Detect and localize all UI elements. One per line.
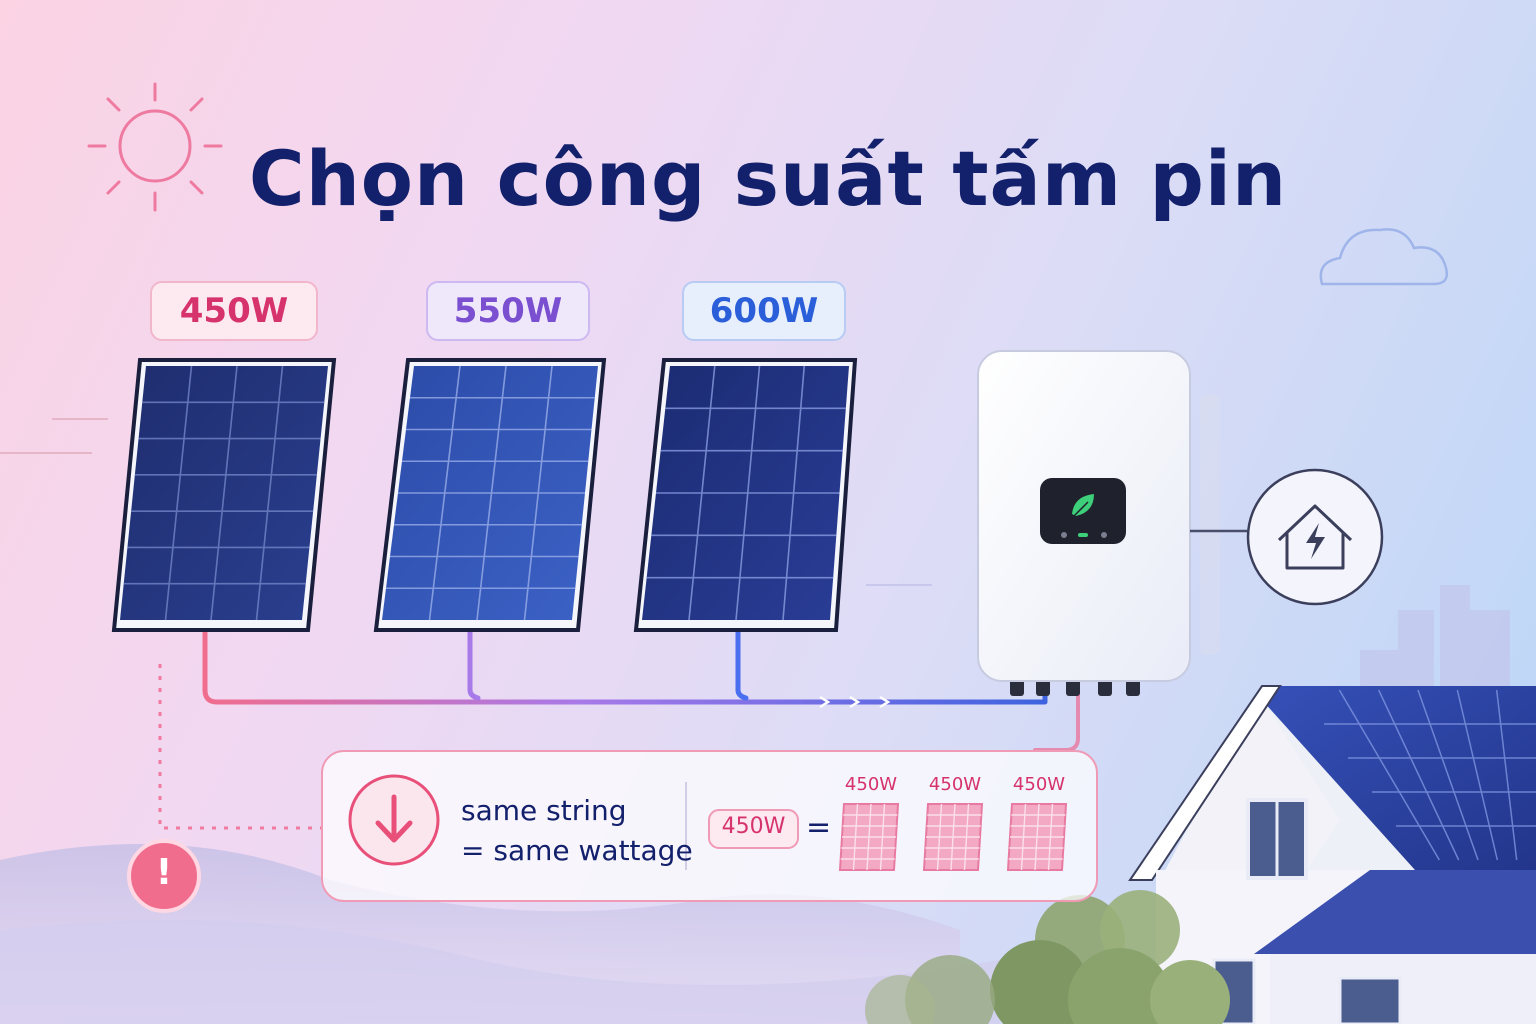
decorative-lines bbox=[0, 418, 932, 586]
example-mini-panel bbox=[1006, 803, 1068, 871]
panel-450w bbox=[111, 358, 337, 632]
background-hills-front bbox=[0, 920, 1000, 1024]
warning-dotted-line bbox=[158, 664, 322, 830]
example-mini-panel bbox=[838, 803, 900, 871]
wattage-label-450w: 450W bbox=[150, 281, 318, 341]
trees bbox=[865, 890, 1230, 1024]
wattage-label-600w: 600W bbox=[682, 281, 846, 341]
example-panel-label-1: 450W bbox=[844, 774, 898, 795]
warning-badge bbox=[127, 839, 201, 913]
example-label-box bbox=[708, 809, 799, 849]
leaf-icon bbox=[1072, 494, 1094, 516]
house-illustration bbox=[1128, 685, 1536, 1024]
example-panel-label-3: 450W bbox=[1012, 774, 1066, 795]
example-mini-panel bbox=[922, 803, 984, 871]
down-arrow-icon bbox=[375, 794, 413, 843]
inverter bbox=[977, 350, 1220, 696]
note-line-1: same string bbox=[461, 794, 627, 827]
sun-icon bbox=[87, 82, 223, 212]
cloud-icon bbox=[1319, 228, 1448, 286]
wattage-label-550w: 550W bbox=[426, 281, 590, 341]
equals-sign: = bbox=[806, 810, 832, 845]
panel-550w bbox=[373, 358, 607, 632]
string-cables bbox=[202, 627, 1080, 752]
page-title: Chọn công suất tấm pin bbox=[248, 134, 1288, 223]
flow-arrows bbox=[819, 695, 891, 709]
example-label: 450W bbox=[721, 814, 786, 839]
note-line-2: = same wattage bbox=[461, 834, 693, 867]
example-panel-label-2: 450W bbox=[928, 774, 982, 795]
house-node bbox=[1246, 468, 1384, 606]
house-bolt-icon bbox=[1277, 504, 1353, 570]
exclamation-icon: ! bbox=[155, 852, 173, 893]
panel-600w bbox=[633, 358, 858, 632]
note-card bbox=[321, 750, 1098, 902]
